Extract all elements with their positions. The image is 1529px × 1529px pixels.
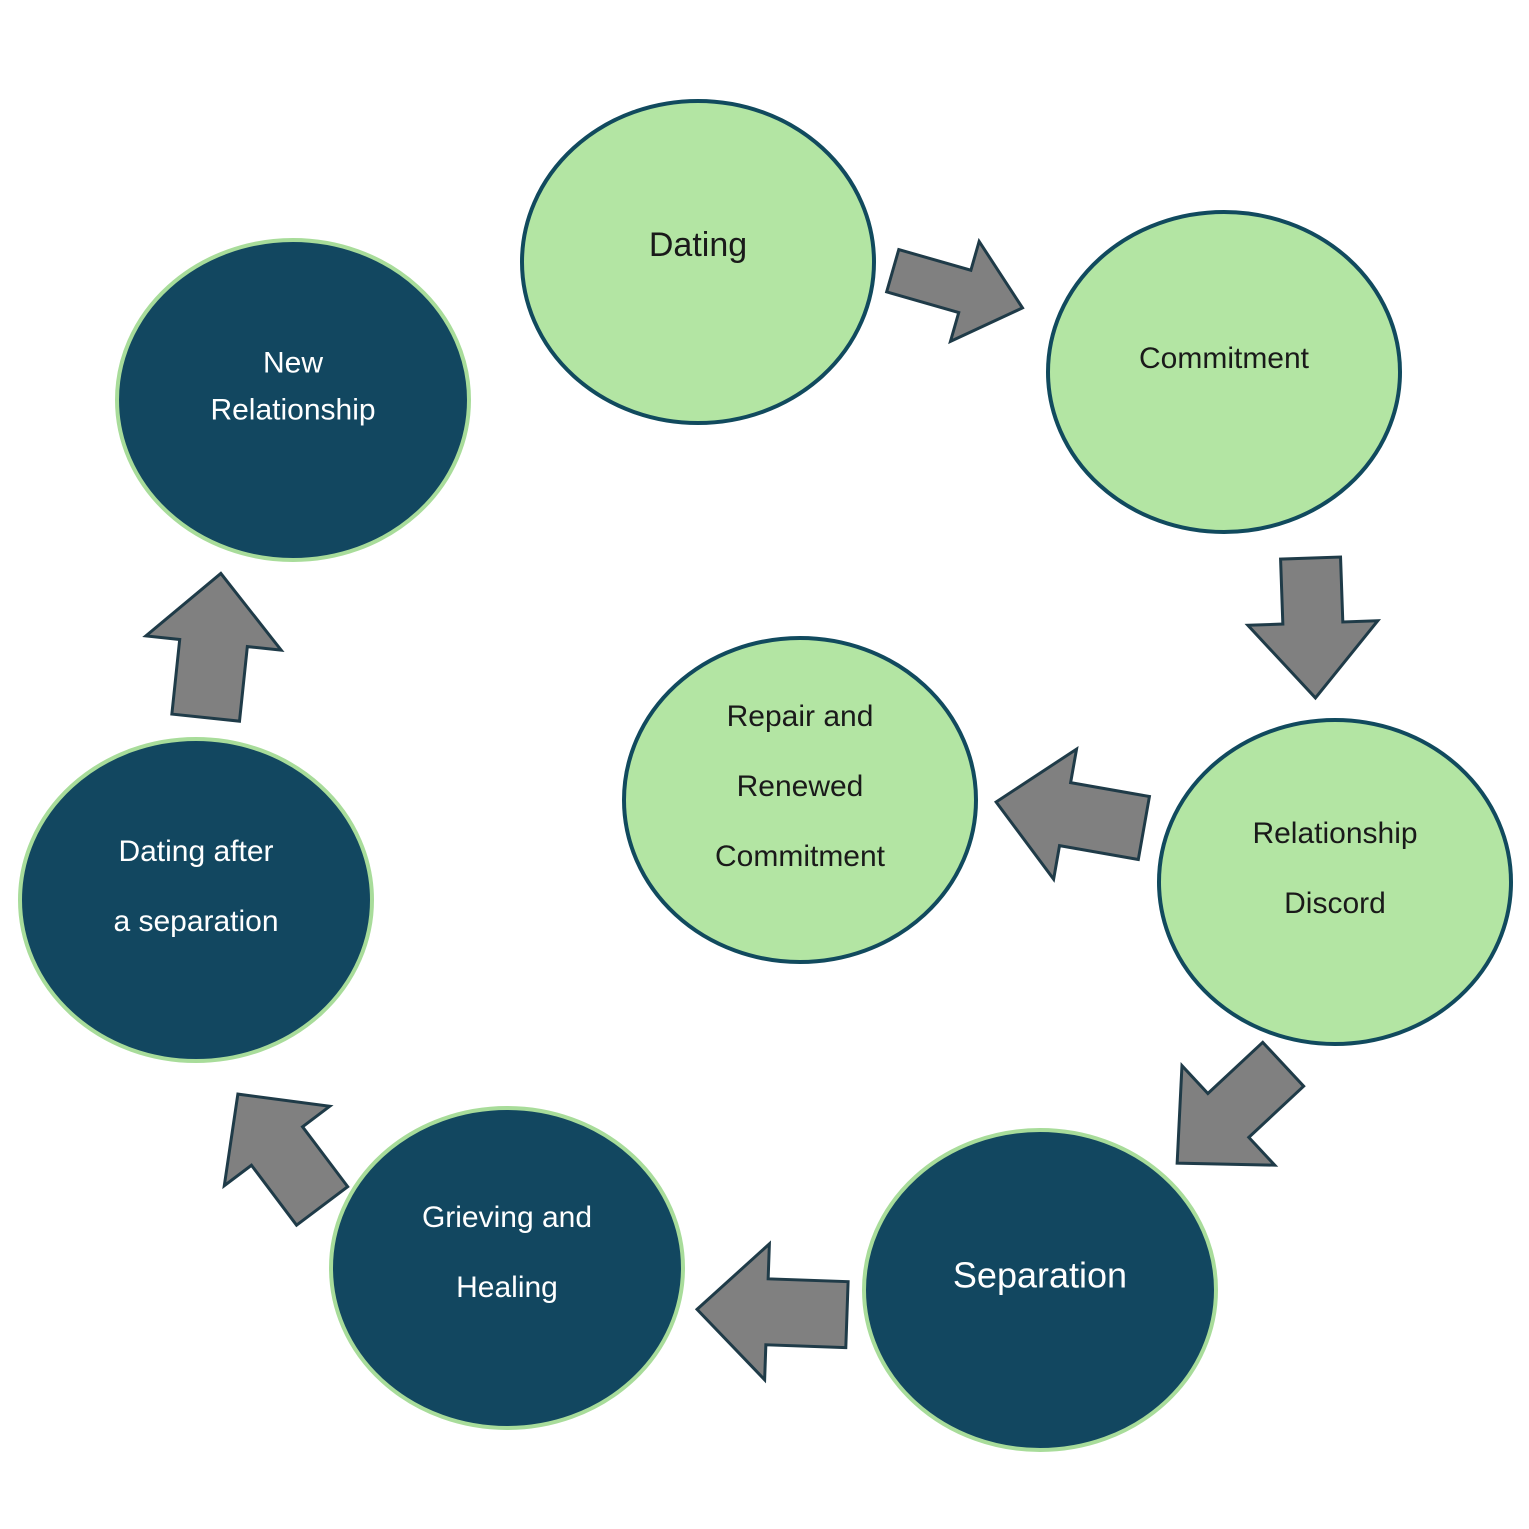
arrow-grieving-to-dating-after xyxy=(222,1092,350,1228)
grieving-label-line: Grieving and xyxy=(422,1201,592,1234)
commitment-circle xyxy=(1046,210,1402,534)
repair-circle xyxy=(622,636,978,964)
repair-label-line: Renewed xyxy=(737,770,864,803)
node-separation: Separation xyxy=(862,1128,1218,1452)
relationship-discord-circle xyxy=(1157,718,1513,1046)
relationship-discord-label-line: Discord xyxy=(1284,887,1386,920)
arrow-discord-to-repair xyxy=(993,745,1152,883)
new-relationship-circle xyxy=(115,238,471,562)
new-relationship-label-line: New xyxy=(263,346,323,379)
new-relationship-label-line: Relationship xyxy=(210,393,375,426)
node-commitment: Commitment xyxy=(1046,210,1402,534)
relationship-discord-label-line: Relationship xyxy=(1252,817,1417,850)
node-dating: Dating xyxy=(520,99,876,425)
arrow-discord-to-separation xyxy=(1175,1040,1306,1167)
arrow-dating-after-to-new-relationship xyxy=(142,571,285,723)
dating-after-label-line: Dating after xyxy=(118,835,273,868)
dating-label-line: Dating xyxy=(649,226,747,264)
arrow-commitment-to-discord xyxy=(1244,555,1382,701)
arrow-dating-to-commitment xyxy=(884,237,1025,345)
separation-label-line: Separation xyxy=(953,1255,1127,1296)
commitment-label-line: Commitment xyxy=(1139,342,1310,375)
repair-label-line: Repair and xyxy=(727,700,874,733)
arrow-separation-to-grieving xyxy=(694,1240,850,1384)
dating-circle xyxy=(520,99,876,425)
grieving-circle xyxy=(329,1106,685,1430)
repair-label-line: Commitment xyxy=(715,840,886,873)
node-dating-after-a-separation: Dating after a separation xyxy=(18,737,374,1063)
dating-after-circle xyxy=(18,737,374,1063)
grieving-label-line: Healing xyxy=(456,1271,558,1304)
dating-after-label-line: a separation xyxy=(113,905,278,938)
separation-circle xyxy=(862,1128,1218,1452)
